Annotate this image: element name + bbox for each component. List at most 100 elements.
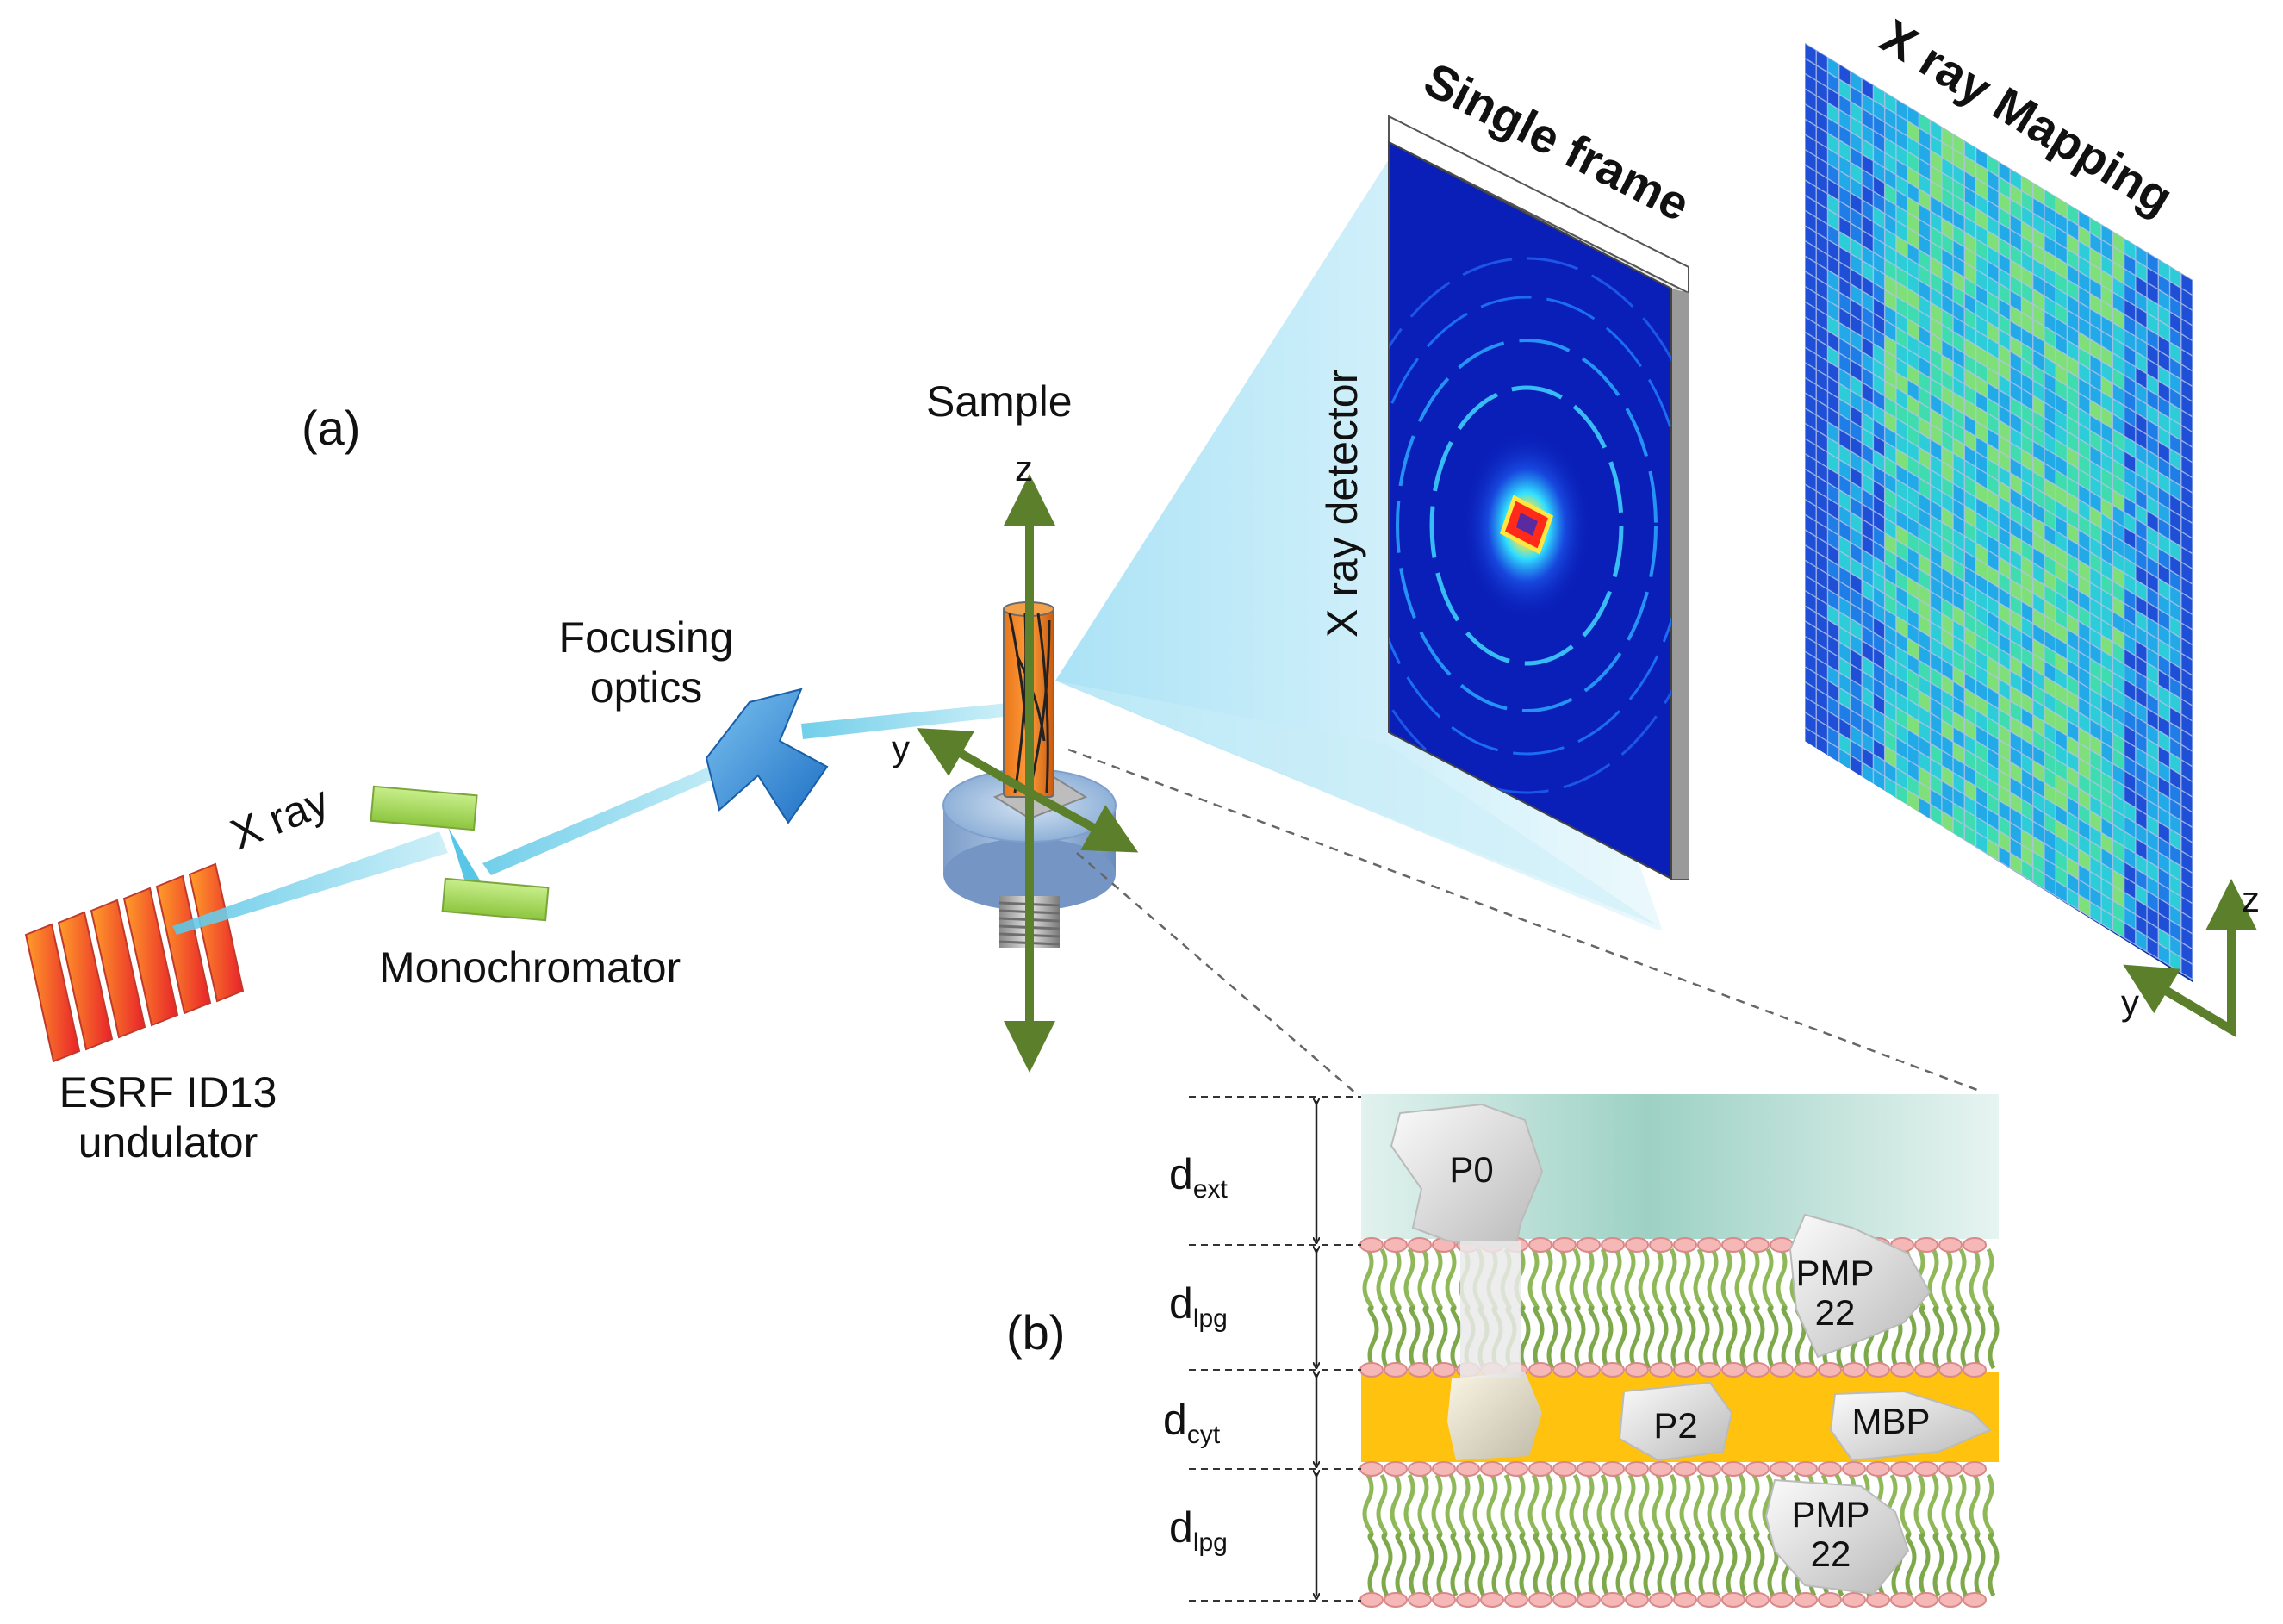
lipid-tail [1519,1533,1531,1597]
lipid-tail [1395,1305,1407,1370]
map-grid-line [1805,712,2193,950]
lipid-tail [1569,1248,1581,1312]
lipid-headgroup [1601,1592,1625,1608]
lipid-headgroup [1649,1362,1673,1378]
map-grid-line [1805,316,2193,555]
layer-symbol: d [1163,1396,1187,1444]
lipid-tail [1707,1248,1719,1312]
map-grid-line [1805,696,2193,935]
monochromator-label: Monochromator [379,943,681,992]
lipid-tail [1657,1533,1669,1597]
lipid-headgroup [1794,1362,1818,1378]
lipid-tail [1464,1533,1476,1597]
undulator-plate [122,887,179,1027]
lipid-headgroup [1601,1461,1625,1477]
lipid-tail [1946,1533,1958,1597]
lipid-tail [1748,1248,1760,1312]
map-grid-line [1805,559,2193,798]
lipid-tail [1362,1473,1374,1538]
lipid-headgroup [1697,1461,1721,1477]
lipid-headgroup [1552,1461,1577,1477]
map-grid-line [1805,179,2193,418]
lipid-headgroup [1673,1362,1697,1378]
lipid-headgroup [1432,1362,1456,1378]
map-grid-line [1805,589,2193,829]
lipid-tail [1969,1248,1981,1312]
lipid-headgroup [1721,1461,1745,1477]
lipid-headgroup [1359,1592,1384,1608]
lipid-headgroup [1963,1362,1987,1378]
lipid-tail [1629,1305,1641,1370]
lipid-tail [1560,1533,1572,1597]
xray-beam-segment-3 [482,750,762,875]
protein-p2 [1618,1381,1733,1462]
lipid-tail [1707,1473,1719,1538]
lipid-tail [1905,1533,1917,1597]
lipid-headgroup [1528,1461,1552,1477]
layer-symbol: d [1169,1503,1193,1552]
lipid-headgroup [1818,1461,1842,1477]
lipid-headgroup [1528,1362,1552,1378]
protein-pmp22-bottom-label: PMP 22 [1775,1494,1887,1575]
pmp22-top-line1: PMP [1795,1253,1875,1293]
lipid-tail [1767,1305,1779,1370]
lipid-tail [1988,1305,2000,1370]
lipid-tail [1624,1248,1636,1312]
lipid-tail [1969,1473,1981,1538]
map-grid-line [1805,392,2193,631]
lipid-headgroup [1697,1592,1721,1608]
lipid-tail [1941,1248,1953,1312]
lipid-tail [1409,1533,1421,1597]
lipid-headgroup [1770,1461,1794,1477]
pmp22-bottom-line1: PMP [1791,1494,1870,1534]
map-grid-line [1805,605,2193,843]
lipid-tail [1913,1473,1925,1538]
lipid-tail [1491,1533,1503,1597]
lipid-tail [1684,1533,1696,1597]
lipid-tail [1588,1305,1600,1370]
lipid-headgroup [1625,1237,1649,1253]
lipid-headgroup [1528,1237,1552,1253]
undulator [24,862,245,1063]
lipid-tail [1436,1533,1448,1597]
protein-mbp [1829,1390,1992,1462]
lipid-tail [1739,1533,1751,1597]
lipid-tail [1602,1305,1614,1370]
lipid-tail [1445,1248,1457,1312]
focusing-optics-line1: Focusing [558,613,734,662]
undulator-label: ESRF ID13 undulator [17,1068,319,1167]
lipid-tail [1417,1248,1429,1312]
mapping-axis-y-label: y [2121,982,2139,1023]
lipid-headgroup [1963,1461,1987,1477]
lipid-headgroup [1721,1237,1745,1253]
map-grid-line [1805,620,2193,859]
undulator-label-line1: ESRF ID13 [59,1068,277,1117]
lipid-tail [1376,1248,1388,1312]
lipid-tail [1781,1305,1793,1370]
lipid-tail [1927,1248,1939,1312]
lipid-headgroup [1601,1362,1625,1378]
lipid-tail [1734,1473,1746,1538]
lipid-headgroup [1842,1461,1866,1477]
xray-beam-segment-1 [172,831,448,935]
lipid-tail [1533,1305,1545,1370]
undulator-plate [155,874,212,1015]
lipid-tail [1403,1473,1415,1538]
lipid-tail [1974,1305,1986,1370]
map-grid-line [1805,376,2193,615]
lipid-headgroup [1842,1592,1866,1608]
lipid-tail [1588,1533,1600,1597]
map-grid-line [1805,362,2193,600]
lipid-tail [1670,1305,1683,1370]
lipid-headgroup [1649,1461,1673,1477]
map-grid-line [1805,88,2193,327]
map-grid-line [1805,483,2193,722]
protein-mbp-label: MBP [1851,1401,1931,1441]
layer-symbol: d [1169,1150,1193,1198]
lipid-tail [1726,1305,1738,1370]
lipid-headgroup [1577,1237,1601,1253]
layer-subscript: lpg [1192,1304,1228,1333]
pmp22-bottom-line2: 22 [1810,1534,1851,1575]
map-grid-line [1805,468,2193,706]
lipid-headgroup [1359,1237,1384,1253]
